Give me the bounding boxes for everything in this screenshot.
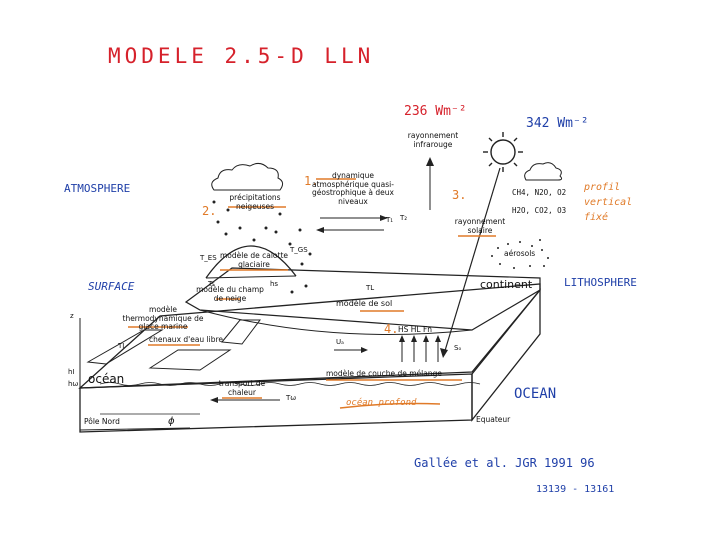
snow-model-label: modèle du champ de neige (194, 286, 266, 303)
ghg-line-2: H2O, CO2, O3 (512, 206, 566, 215)
equator-label: Equateur (476, 416, 510, 425)
t1-symbol: T₁ (386, 216, 393, 224)
hi-symbol: hI (68, 368, 75, 376)
tes-symbol: T_ES (200, 254, 217, 262)
deep-ocean-note: océan profond (346, 398, 416, 408)
ice-cap-model-label: modèle de calotte glaciaire (214, 252, 294, 269)
soil-model-label: modèle de sol (336, 300, 392, 309)
solar-radiation-label: rayonnement solaire (454, 218, 506, 235)
ts-symbol: Ts (208, 280, 215, 288)
phi-symbol: ϕ (168, 416, 175, 427)
citation-line-2: 13139 - 13161 (536, 484, 614, 495)
hw-symbol: hω (68, 380, 78, 388)
sun-icon (491, 140, 515, 164)
tl-symbol: TL (366, 284, 374, 292)
infrared-flux-value: 236 Wm⁻² (404, 104, 467, 119)
atmosphere-label: ATMOSPHERE (64, 182, 130, 195)
lithosphere-label: LITHOSPHERE (564, 276, 637, 289)
surface-label: SURFACE (88, 280, 134, 293)
mixed-layer-label: modèle de couche de mélange (326, 370, 442, 379)
heat-transport-label: transport de chaleur (214, 380, 270, 397)
citation-line-1: Gallée et al. JGR 1991 96 (414, 456, 595, 470)
number-2: 2. (202, 204, 216, 218)
infrared-radiation-label: rayonnement infrarouge (402, 132, 464, 149)
fixed-profile-note: profil vertical fixé (584, 180, 636, 225)
tgs-symbol: T_GS (290, 246, 308, 254)
precipitation-label: précipitations neigeuses (220, 194, 290, 211)
aerosols-label: aérosols (504, 250, 535, 259)
ti-symbol: TI (118, 342, 124, 350)
ghg-line-1: CH4, N2O, O2 (512, 188, 566, 197)
north-pole-label: Pôle Nord (84, 418, 120, 427)
so-symbol: Sₒ (454, 344, 461, 352)
atmospheric-dynamics-label: dynamique atmosphérique quasi-géostrophi… (310, 172, 396, 206)
cloud-icon-left (212, 163, 283, 190)
leads-label: chenaux d'eau libre (146, 336, 226, 345)
tw-symbol: Tω (286, 394, 296, 402)
ocean-label: OCEAN (514, 386, 556, 402)
number-3: 3. (452, 188, 466, 202)
z-symbol: z (70, 312, 74, 320)
number-4: 4. (384, 322, 398, 336)
sea-ice-model-label: modèle thermodynamique de glace marine (118, 306, 208, 332)
continent-label: continent (480, 278, 532, 291)
sea-ice-block-2 (150, 350, 230, 370)
solar-flux-value: 342 Wm⁻² (526, 116, 589, 131)
page-title: MODELE 2.5-D LLN (108, 44, 374, 68)
ua-symbol: Uₐ (336, 338, 344, 346)
heat-flux-label: HS HL Fn (398, 326, 432, 335)
ocean-box-label: océan (88, 372, 124, 386)
sea-ice-block-3 (222, 320, 260, 344)
cloud-icon-right (525, 163, 562, 180)
t2-symbol: T₂ (400, 214, 407, 222)
hs-symbol: hs (270, 280, 278, 288)
